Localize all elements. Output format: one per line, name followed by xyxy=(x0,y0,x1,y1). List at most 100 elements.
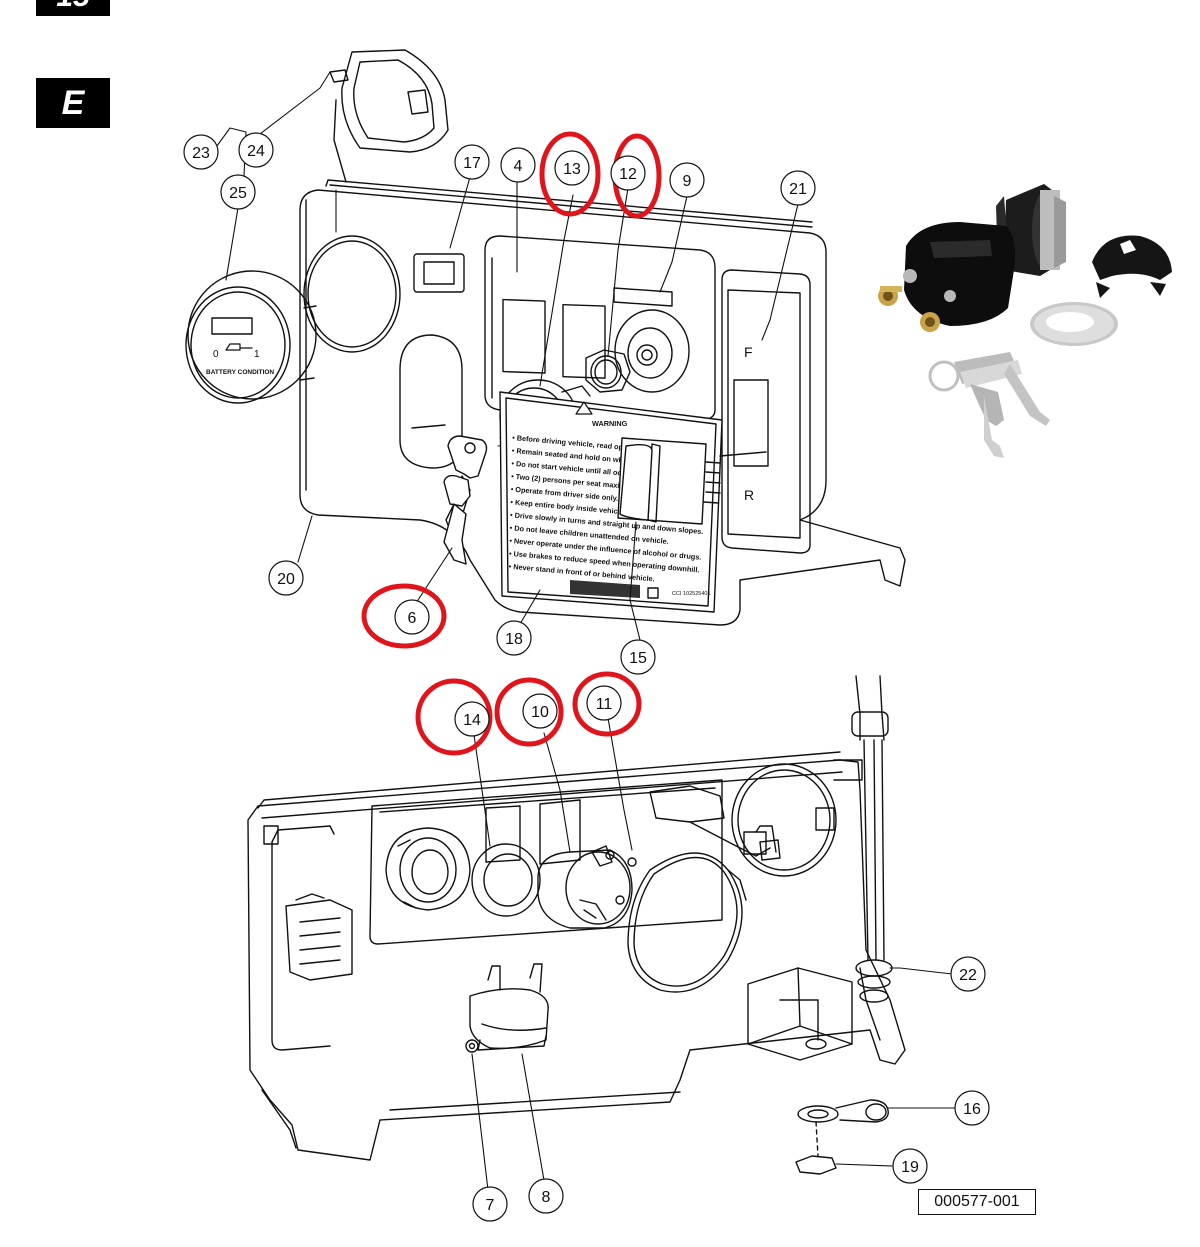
callout-label: 25 xyxy=(229,185,247,202)
callout-bubble xyxy=(669,162,705,198)
switch-label-reverse: R xyxy=(744,487,754,503)
callout-label: 14 xyxy=(463,712,481,729)
highlight-ring xyxy=(539,131,601,217)
cable-column xyxy=(833,675,893,1003)
gauge-scale-max: 1 xyxy=(254,349,260,360)
callout-bubble xyxy=(892,1148,928,1184)
callout-24: 24 xyxy=(238,132,274,168)
highlight-ring xyxy=(361,583,447,649)
callout-16: 16 xyxy=(954,1090,990,1126)
section-badge-previous-label: 15 xyxy=(56,0,89,14)
callout-18: 18 xyxy=(496,620,532,656)
callout-19: 19 xyxy=(892,1148,928,1184)
wire-harness xyxy=(627,825,777,993)
callout-label: 8 xyxy=(542,1189,551,1206)
callout-label: 20 xyxy=(277,571,295,588)
section-badge-label: E xyxy=(61,83,85,122)
callout-6: 6 xyxy=(361,583,447,649)
callout-bubble xyxy=(454,701,490,737)
callout-bubble xyxy=(500,147,536,183)
product-photo xyxy=(878,184,1172,458)
callout-label: 19 xyxy=(901,1159,919,1176)
callout-17: 17 xyxy=(454,144,490,180)
callout-bubble xyxy=(780,170,816,206)
section-badge: E xyxy=(36,78,110,128)
warning-title: WARNING xyxy=(592,419,628,428)
gauge-label: BATTERY CONDITION xyxy=(206,369,274,376)
callout-8: 8 xyxy=(528,1178,564,1214)
callout-15: 15 xyxy=(620,639,656,675)
callout-bubble xyxy=(496,620,532,656)
gauge-scale-min: 0 xyxy=(213,349,219,360)
highlight-ring xyxy=(494,677,564,747)
key-switch-rear xyxy=(385,827,471,911)
callout-bubble xyxy=(586,685,622,721)
dash-panel-rear xyxy=(247,751,906,1161)
assembly-axis xyxy=(815,1121,819,1157)
callout-13: 13 xyxy=(539,131,601,217)
callout-label: 11 xyxy=(596,696,613,713)
callout-label: 21 xyxy=(789,181,807,198)
battery-gauge xyxy=(185,270,317,404)
receptacle-bracket xyxy=(469,963,549,1051)
callout-10: 10 xyxy=(494,677,564,747)
callout-label: 10 xyxy=(531,704,549,721)
highlight-ring xyxy=(415,678,493,756)
callout-11: 11 xyxy=(572,671,642,737)
callout-label: 18 xyxy=(505,631,523,648)
callout-25: 25 xyxy=(220,174,256,210)
figure-id: 000577-001 xyxy=(918,1189,1036,1215)
callout-bubble xyxy=(454,144,490,180)
callout-label: 22 xyxy=(959,967,977,984)
screw xyxy=(465,1039,479,1053)
figure-id-label: 000577-001 xyxy=(934,1193,1020,1210)
callout-bubble xyxy=(394,599,430,635)
callout-label: 4 xyxy=(514,158,523,175)
callout-22: 22 xyxy=(950,956,986,992)
callout-bubble xyxy=(954,1090,990,1126)
callout-7: 7 xyxy=(472,1186,508,1222)
lock-ring xyxy=(471,843,541,917)
callout-14: 14 xyxy=(415,678,493,756)
switch-body xyxy=(537,845,637,929)
callout-bubble xyxy=(522,693,558,729)
highlight-ring xyxy=(572,671,642,737)
callout-bubble xyxy=(554,150,590,186)
callout-23: 23 xyxy=(183,134,219,170)
gauge-bracket xyxy=(329,49,449,183)
callout-label: 6 xyxy=(408,610,417,627)
key-switch-nut xyxy=(585,349,631,393)
callout-bubble xyxy=(268,560,304,596)
callout-label: 13 xyxy=(563,161,581,178)
callout-bubble xyxy=(610,155,646,191)
callout-label: 12 xyxy=(619,166,637,183)
section-badge-previous: 15 xyxy=(36,0,110,16)
callout-label: 17 xyxy=(463,155,481,172)
callout-label: 9 xyxy=(683,173,692,190)
callout-label: 24 xyxy=(247,143,265,160)
callout-4: 4 xyxy=(500,147,536,183)
callout-bubble xyxy=(528,1178,564,1214)
callout-20: 20 xyxy=(268,560,304,596)
callout-bubble xyxy=(238,132,274,168)
callout-21: 21 xyxy=(780,170,816,206)
switch-label-forward: F xyxy=(744,344,753,360)
callout-12: 12 xyxy=(610,133,662,219)
ignition-keys xyxy=(443,433,517,565)
callout-label: 16 xyxy=(963,1101,981,1118)
fr-switch xyxy=(617,437,767,525)
callout-bubble xyxy=(220,174,256,210)
callout-9: 9 xyxy=(669,162,705,198)
callout-label: 23 xyxy=(192,145,210,162)
nut xyxy=(795,1155,837,1175)
dash-panel-front xyxy=(299,179,906,626)
warning-code: CCI 102525401 xyxy=(672,591,711,597)
callout-label: 15 xyxy=(629,650,647,667)
callout-bubble xyxy=(950,956,986,992)
callout-bubble xyxy=(620,639,656,675)
callout-bubble xyxy=(183,134,219,170)
callout-bubble xyxy=(472,1186,508,1222)
leader-lines xyxy=(213,71,957,1191)
